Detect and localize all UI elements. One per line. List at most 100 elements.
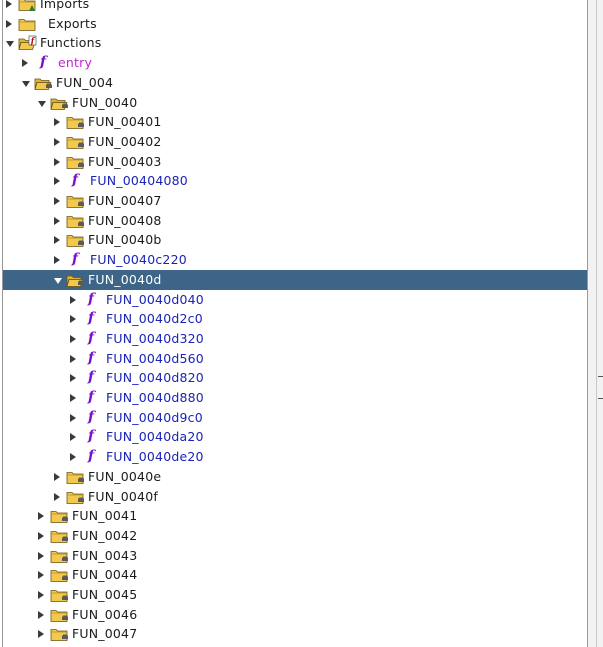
- svg-text:f: f: [30, 36, 36, 46]
- tree-node[interactable]: FUN_00407: [3, 191, 587, 211]
- tree-node[interactable]: FUN_0040: [3, 93, 587, 113]
- expand-arrow-right-icon[interactable]: [38, 591, 44, 599]
- tree-node-label: FUN_0042: [72, 527, 138, 543]
- tree-node[interactable]: FUN_0041: [3, 506, 587, 526]
- tree-node[interactable]: FUN_0040d: [3, 269, 587, 290]
- tree-node-label: FUN_00404080: [90, 173, 188, 189]
- expand-arrow-down-icon[interactable]: [6, 41, 14, 48]
- folder-icon: [66, 213, 86, 229]
- expand-arrow-right-icon[interactable]: [70, 334, 76, 343]
- expand-arrow-right-icon[interactable]: [54, 256, 60, 265]
- folder-icon: [50, 528, 70, 544]
- expand-arrow-right-icon[interactable]: [70, 295, 76, 304]
- folder-icon: [66, 272, 86, 288]
- expand-arrow-right-icon[interactable]: [70, 374, 76, 383]
- function-icon: f: [87, 349, 95, 366]
- expand-arrow-down-icon[interactable]: [38, 100, 46, 107]
- function-icon: f: [87, 448, 95, 465]
- expand-arrow-right-icon[interactable]: [38, 630, 44, 639]
- folder-icon: [66, 134, 86, 150]
- tree-node[interactable]: FUN_0042: [3, 526, 587, 546]
- function-icon: f: [87, 310, 95, 327]
- tree-node[interactable]: FUN_0043: [3, 546, 587, 566]
- tree-node[interactable]: f FUN_0040d880: [3, 388, 587, 408]
- tree-node-label: FUN_0040d2c0: [106, 311, 203, 327]
- tree-node[interactable]: FUN_00403: [3, 152, 587, 172]
- expand-arrow-right-icon[interactable]: [54, 472, 60, 481]
- expand-arrow-right-icon[interactable]: [70, 354, 76, 363]
- expand-arrow-down-icon[interactable]: [54, 277, 62, 284]
- expand-arrow-right-icon[interactable]: [38, 571, 44, 580]
- folder-icon: [34, 75, 54, 91]
- tree-node[interactable]: f FUN_0040d2c0: [3, 309, 587, 329]
- tree-node[interactable]: f FUN_0040d040: [3, 290, 587, 310]
- tree-node[interactable]: FUN_00402: [3, 132, 587, 152]
- tree-node[interactable]: FUN_00408: [3, 211, 587, 231]
- expand-arrow-right-icon[interactable]: [38, 551, 44, 560]
- expand-arrow-right-icon[interactable]: [54, 157, 60, 166]
- expand-arrow-right-icon[interactable]: [22, 59, 28, 68]
- tree-node[interactable]: FUN_0046: [3, 605, 587, 625]
- expand-arrow-right-icon[interactable]: [6, 0, 12, 8]
- tree-node-label: FUN_0040d880: [106, 390, 204, 405]
- function-icon: f: [87, 290, 95, 307]
- tree-node-label: FUN_0047: [72, 626, 138, 642]
- expand-arrow-right-icon[interactable]: [6, 19, 12, 28]
- expand-arrow-right-icon[interactable]: [54, 492, 60, 501]
- tree-node[interactable]: FUN_0045: [3, 585, 587, 605]
- function-icon: f: [87, 329, 95, 346]
- tree-node[interactable]: FUN_0040e: [3, 467, 587, 487]
- expand-arrow-right-icon[interactable]: [70, 315, 76, 324]
- tree-node[interactable]: FUN_0047: [3, 624, 587, 644]
- tree-node-label: FUN_00407: [88, 193, 162, 208]
- exports-folder-icon: [18, 16, 38, 32]
- tree-node-label: Imports: [40, 0, 90, 11]
- folder-icon: [50, 607, 70, 623]
- tree-node-label: FUN_0040c220: [90, 252, 187, 268]
- tree-node[interactable]: FUN_0040f: [3, 487, 587, 507]
- tree-node[interactable]: Exports: [3, 14, 587, 34]
- expand-arrow-right-icon[interactable]: [38, 610, 44, 619]
- tree-node[interactable]: FUN_0040b: [3, 230, 587, 250]
- expand-arrow-down-icon[interactable]: [22, 80, 30, 87]
- expand-arrow-right-icon[interactable]: [70, 394, 76, 402]
- imports-folder-icon: [18, 0, 38, 12]
- expand-arrow-right-icon[interactable]: [54, 137, 60, 146]
- expand-arrow-right-icon[interactable]: [54, 216, 60, 225]
- expand-arrow-right-icon[interactable]: [54, 118, 60, 127]
- folder-icon: [50, 508, 70, 524]
- tree-node-label: FUN_0040d040: [106, 291, 204, 307]
- expand-arrow-right-icon[interactable]: [54, 177, 60, 186]
- expand-arrow-right-icon[interactable]: [54, 236, 60, 245]
- expand-arrow-right-icon[interactable]: [70, 453, 76, 462]
- tree-node-label: FUN_0040: [72, 94, 138, 110]
- function-icon: f: [87, 389, 95, 405]
- expand-arrow-right-icon[interactable]: [54, 197, 60, 205]
- expand-arrow-right-icon[interactable]: [38, 531, 44, 540]
- entry-function-icon: f: [39, 54, 47, 71]
- expand-arrow-right-icon[interactable]: [70, 413, 76, 422]
- tree-node[interactable]: FUN_0044: [3, 565, 587, 585]
- expand-arrow-right-icon[interactable]: [38, 512, 44, 521]
- tree-node-label: FUN_0040da20: [106, 429, 204, 445]
- tree-node-label: FUN_0040f: [88, 488, 158, 504]
- tree-node[interactable]: FUN_00401: [3, 112, 587, 132]
- tree-node-label: FUN_004: [56, 74, 114, 90]
- folder-icon: [66, 232, 86, 248]
- expand-arrow-right-icon[interactable]: [70, 433, 76, 442]
- tree-node[interactable]: Imports: [3, 0, 587, 14]
- function-icon: f: [87, 369, 95, 386]
- tree-node[interactable]: FUN_004: [3, 73, 587, 93]
- tree-node-label: FUN_0040b: [88, 232, 162, 248]
